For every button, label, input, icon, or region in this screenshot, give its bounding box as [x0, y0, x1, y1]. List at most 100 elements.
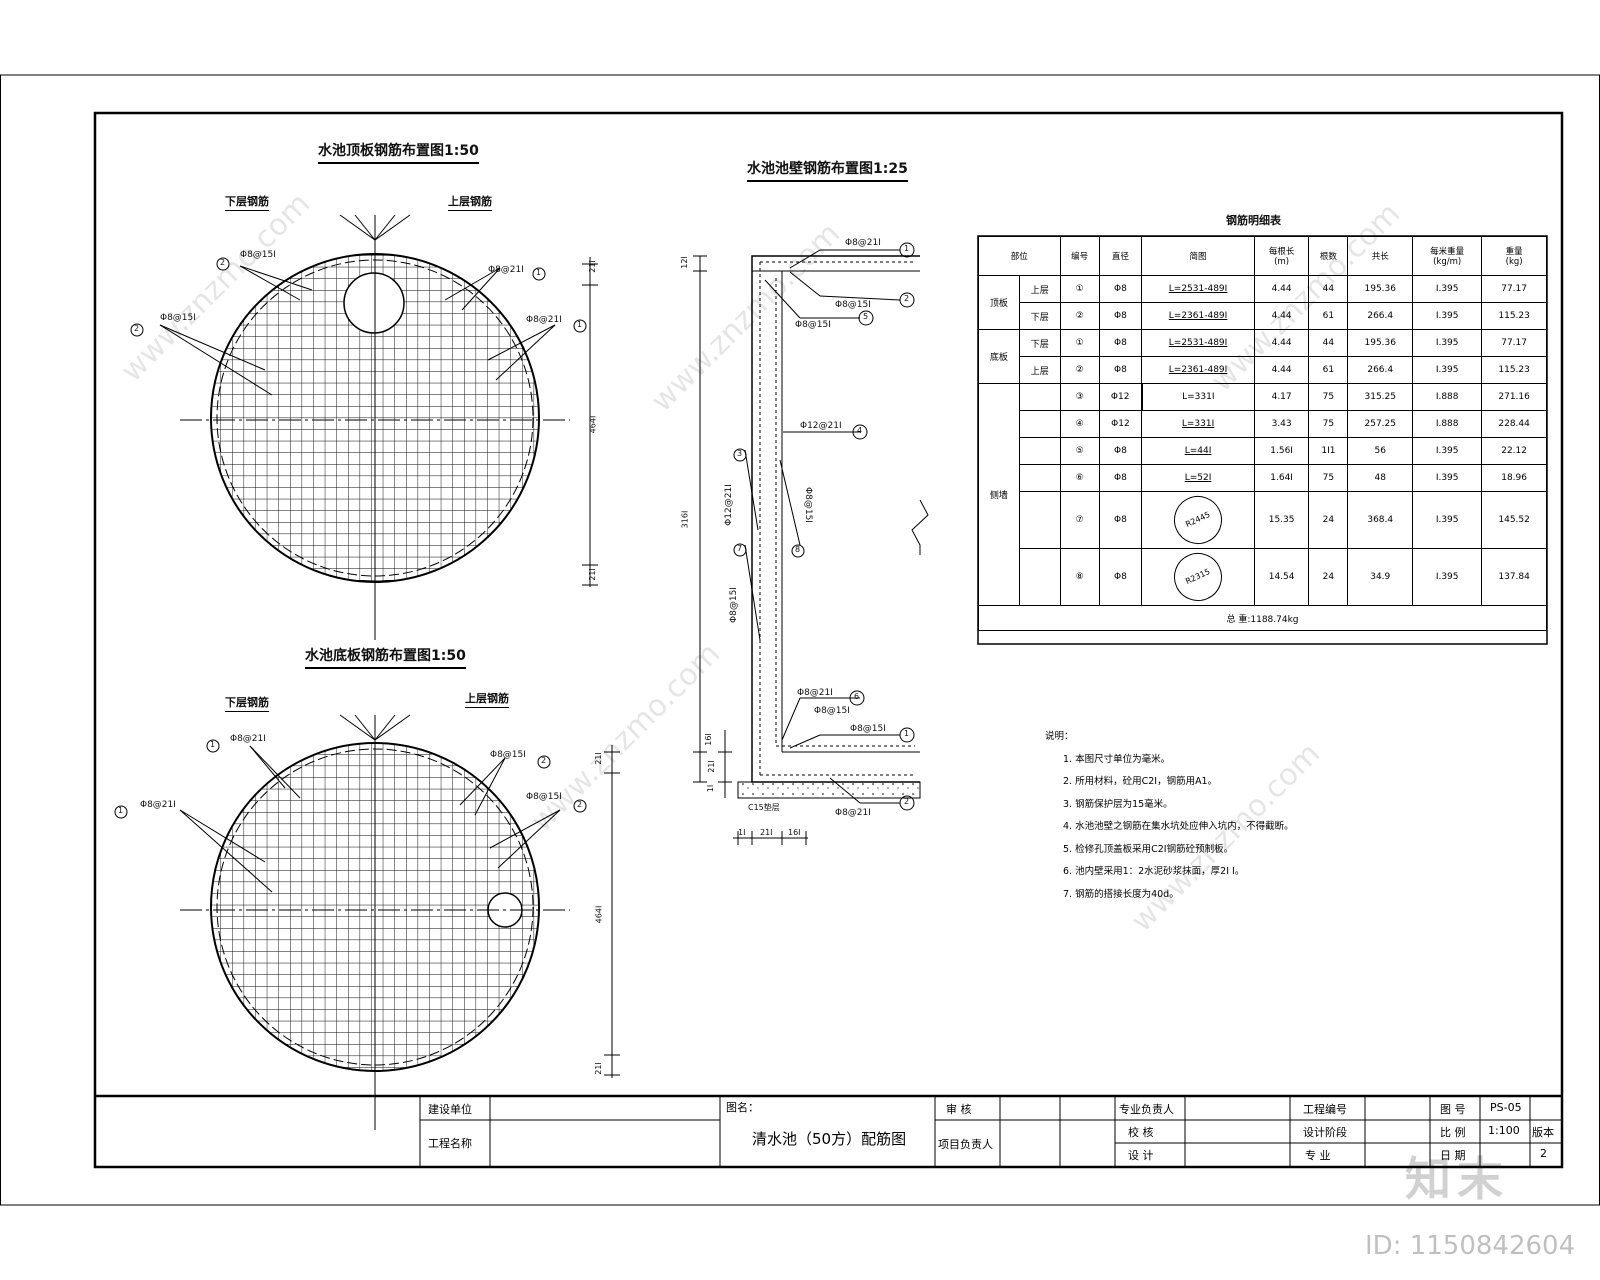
wall-ann-top1: Φ8@21I — [845, 238, 881, 248]
top-dim-3: 21I — [587, 568, 597, 581]
cell-count: 24 — [1308, 548, 1349, 606]
cell-count: 44 — [1308, 275, 1349, 303]
cell-shape: L=52I — [1141, 464, 1255, 492]
cell-total-weight: 总 重:1188.74kg — [978, 605, 1547, 631]
cell-len: 4.44 — [1253, 329, 1310, 357]
wall-ann-left2: Φ8@15I — [728, 587, 739, 623]
tb-scale: 1:100 — [1488, 1124, 1520, 1137]
cell-dia: Φ8 — [1098, 329, 1143, 357]
note-item: 7. 钢筋的搭接长度为40d。 — [1063, 888, 1179, 900]
bottom-dim-2: 464I — [594, 905, 604, 924]
cell-count: 75 — [1308, 383, 1349, 411]
top-ann-2: Φ8@21I — [488, 265, 524, 275]
wall-circ-9: 1 — [904, 729, 910, 738]
tb-date-label: 日 期 — [1440, 1149, 1466, 1162]
cell-sub — [1018, 383, 1061, 411]
cell-no: ② — [1059, 356, 1100, 384]
tb-project-name-label: 工程名称 — [428, 1137, 472, 1150]
bottom-ann-1: Φ8@21I — [230, 734, 266, 744]
tb-version: 版本 — [1532, 1126, 1554, 1139]
table-row: ⑧ Φ8 R2315 14.54 24 34.9 I.395 137.84 — [979, 545, 1547, 609]
cell-total: 195.36 — [1347, 275, 1414, 303]
cell-shape: L=2531-489I — [1141, 275, 1255, 303]
bottom-circ-4: 2 — [577, 800, 583, 809]
wall-circ-1: 1 — [904, 244, 910, 253]
cell-weight: 115.23 — [1481, 356, 1547, 384]
cell-total: 56 — [1347, 437, 1414, 465]
cell-part: 底板 — [978, 329, 1020, 384]
tb-audit: 审 核 — [946, 1103, 972, 1116]
cell-weight: 77.17 — [1481, 329, 1547, 357]
table-row: ⑥ Φ8 L=52I 1.64I 75 48 I.395 18.96 — [979, 464, 1547, 492]
bottom-dim-3: 21I — [593, 1062, 603, 1075]
cell-no: ⑤ — [1059, 437, 1100, 465]
wall-section-drawing — [693, 242, 929, 845]
cell-shape: L=2531-489I — [1141, 329, 1255, 357]
cell-count: 75 — [1308, 464, 1349, 492]
cell-unit: I.395 — [1412, 329, 1483, 357]
cell-total: 195.36 — [1347, 329, 1414, 357]
bottom-plan-title: 水池底板钢筋布置图1:50 — [305, 645, 466, 669]
cell-part: 顶板 — [978, 275, 1020, 330]
cell-weight: 145.52 — [1481, 491, 1547, 549]
cell-total: 315.25 — [1347, 383, 1414, 411]
top-circ-2: 1 — [536, 268, 542, 277]
table-row: ⑦ Φ8 R2445 15.35 24 368.4 I.395 145.52 — [979, 488, 1547, 552]
cell-no: ⑧ — [1059, 548, 1100, 606]
cell-len: 4.44 — [1253, 356, 1310, 384]
tb-design-stage: 设计阶段 — [1303, 1126, 1347, 1139]
top-ann-4: Φ8@21I — [526, 315, 562, 325]
wall-ann-left1: Φ12@21I — [723, 484, 734, 526]
cell-unit: I.395 — [1412, 548, 1483, 606]
cell-weight: 18.96 — [1481, 464, 1547, 492]
tb-major-lead: 专业负责人 — [1119, 1103, 1174, 1116]
cell-unit: I.395 — [1412, 356, 1483, 384]
wall-ann-bot2: Φ8@15I — [814, 706, 850, 716]
top-circ-3: 2 — [134, 324, 140, 333]
wall-circ-4: 4 — [857, 426, 863, 435]
wall-ann-mid1: Φ12@21I — [800, 421, 842, 431]
bottom-upper-label: 上层钢筋 — [465, 690, 509, 708]
note-item: 1. 本图尺寸单位为毫米。 — [1063, 753, 1171, 765]
tb-build-unit-label: 建设单位 — [428, 1103, 472, 1116]
bottom-lower-label: 下层钢筋 — [225, 694, 269, 712]
cell-no: ③ — [1059, 383, 1100, 411]
col-part: 部位 — [978, 236, 1061, 276]
cell-no: ① — [1059, 329, 1100, 357]
col-len: 每根长 (m) — [1253, 236, 1310, 276]
watermark-id: ID: 1150842604 — [1365, 1231, 1576, 1261]
cell-sub — [1018, 464, 1061, 492]
cell-len: 1.64I — [1253, 464, 1310, 492]
col-unit: 每米重量 (kg/m) — [1412, 236, 1483, 276]
cell-shape: L=331I — [1141, 410, 1255, 438]
cell-no: ④ — [1059, 410, 1100, 438]
cell-dia: Φ8 — [1098, 437, 1143, 465]
wall-circ-10: 2 — [904, 797, 910, 806]
note-item: 4. 水池池壁之钢筋在集水坑处应伸入坑内，不得截断。 — [1063, 821, 1294, 832]
cell-weight: 22.12 — [1481, 437, 1547, 465]
top-lower-label: 下层钢筋 — [225, 193, 269, 211]
bottom-circ-2: 2 — [541, 756, 547, 765]
wall-dim-b1: 16I — [703, 733, 713, 746]
tb-drawing-no-label: 图 号 — [1440, 1103, 1466, 1116]
wall-ann-right: Φ8@15I — [802, 487, 813, 523]
cell-shape-ring: R2315 — [1141, 545, 1255, 609]
tb-scale-label: 比 例 — [1440, 1126, 1466, 1139]
wall-ann-top3: Φ8@15I — [795, 320, 831, 330]
wall-dim-h2: 21I — [760, 828, 773, 837]
wall-c15: C15垫层 — [748, 803, 780, 812]
cell-no: ① — [1059, 275, 1100, 303]
cell-len: 15.35 — [1253, 491, 1310, 549]
cell-sub — [1018, 410, 1061, 438]
wall-circ-3: 5 — [863, 312, 869, 321]
cell-len: 14.54 — [1253, 548, 1310, 606]
note-item: 2. 所用材料，砼用C2I，钢筋用A1。 — [1063, 776, 1218, 787]
top-plan-title: 水池顶板钢筋布置图1:50 — [318, 140, 479, 164]
cell-dia: Φ8 — [1098, 548, 1143, 606]
cell-len: 4.17 — [1253, 383, 1310, 411]
table-row: ④ Φ12 L=331I 3.43 75 257.25 I.888 228.44 — [979, 410, 1547, 438]
bottom-ann-2: Φ8@15I — [490, 750, 526, 760]
wall-dim-h1: 1I — [738, 828, 746, 837]
cell-sub — [1018, 548, 1061, 606]
